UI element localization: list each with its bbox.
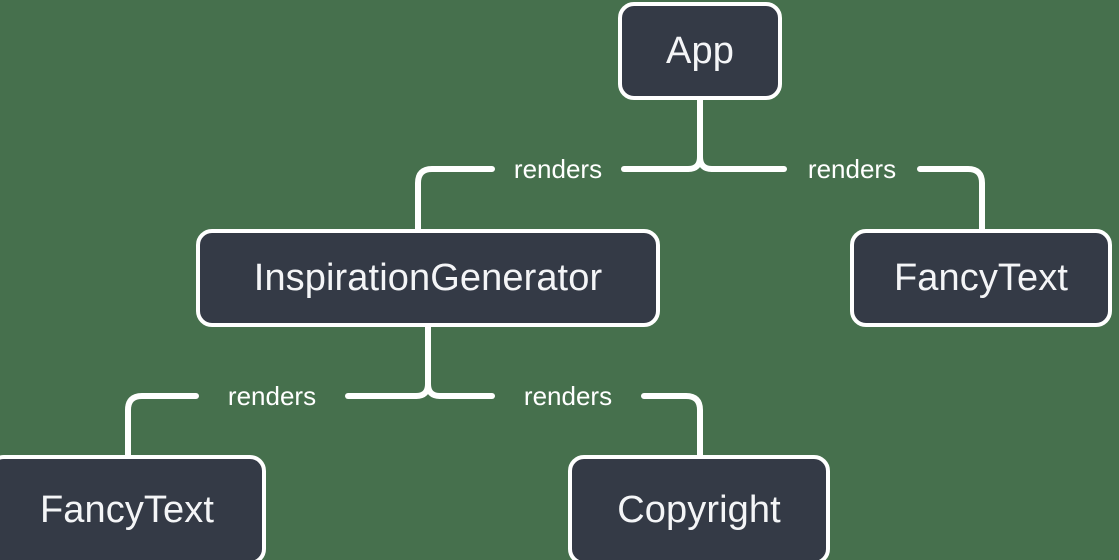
node-fancytext-right-label: FancyText bbox=[893, 257, 1069, 299]
node-app[interactable]: App bbox=[618, 2, 782, 100]
edge-inspiration-stem-left bbox=[413, 324, 431, 399]
edge-label-app-to-inspiration: renders bbox=[513, 154, 603, 184]
edge-inspiration-stem-right bbox=[425, 324, 443, 399]
node-inspiration-generator-label: InspirationGenerator bbox=[253, 257, 603, 299]
edge-label-inspiration-to-copyright: renders bbox=[523, 381, 613, 411]
edge-app-stem-left bbox=[685, 97, 703, 172]
node-copyright[interactable]: Copyright bbox=[568, 455, 830, 560]
edge-inspiration-to-copyright-bus-right bbox=[641, 393, 703, 458]
node-copyright-label: Copyright bbox=[617, 489, 781, 531]
node-fancytext-left-label: FancyText bbox=[39, 489, 215, 531]
node-app-label: App bbox=[666, 30, 734, 72]
edge-label-app-to-fancytext-right: renders bbox=[807, 154, 897, 184]
edge-app-to-inspiration-bus-left bbox=[415, 166, 495, 232]
node-fancytext-left[interactable]: FancyText bbox=[0, 455, 266, 560]
node-inspiration-generator[interactable]: InspirationGenerator bbox=[196, 229, 660, 327]
edge-inspiration-to-fancytext-bus-left bbox=[125, 393, 199, 458]
edge-app-stem bbox=[697, 97, 715, 172]
edge-app-to-fancytext-bus-right bbox=[917, 166, 985, 232]
node-fancytext-right[interactable]: FancyText bbox=[850, 229, 1112, 327]
edge-label-inspiration-to-fancytext-left: renders bbox=[227, 381, 317, 411]
